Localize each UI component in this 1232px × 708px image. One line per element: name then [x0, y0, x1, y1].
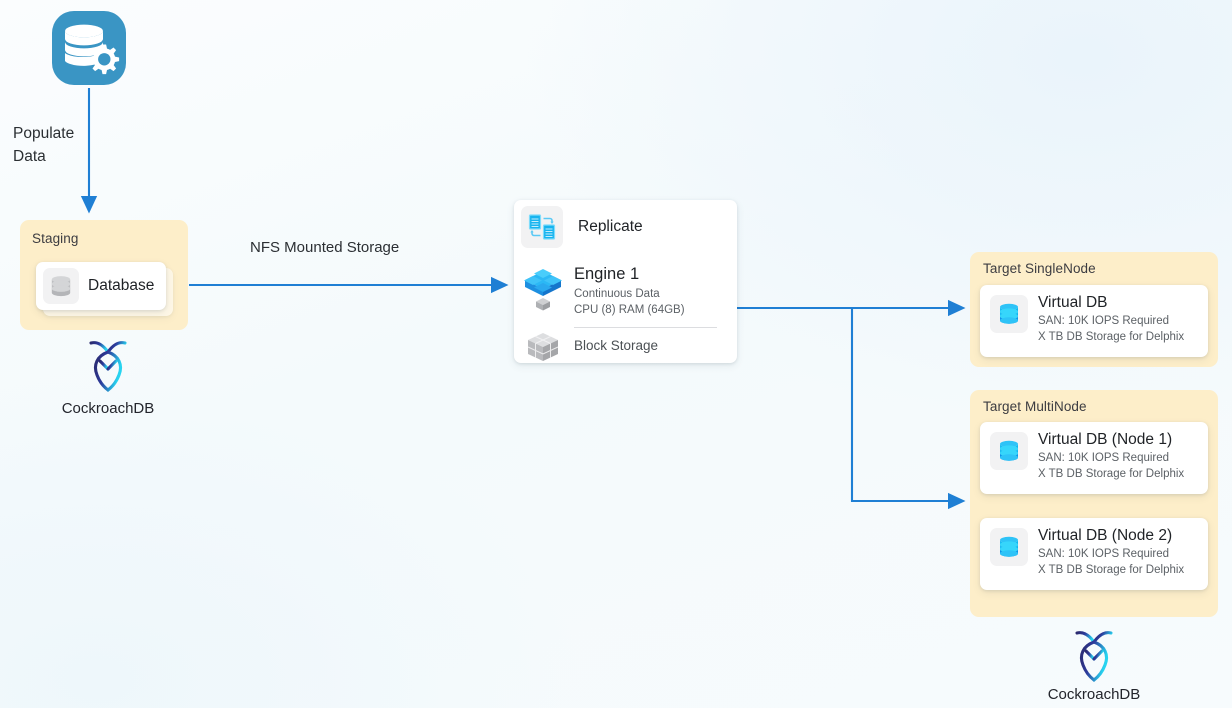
- staging-cockroachdb-label: CockroachDB: [61, 400, 155, 417]
- populate-data-line2: Data: [13, 148, 46, 165]
- engine-title: Engine 1: [574, 265, 640, 283]
- staging-group-title: Staging: [32, 231, 79, 246]
- virtual-db-sub2-node1: X TB DB Storage for Delphix: [1038, 468, 1185, 480]
- engine-cubes-icon: [518, 265, 568, 315]
- virtual-db-icon: [990, 432, 1028, 470]
- populate-data-line1: Populate: [13, 125, 75, 142]
- staging-cockroachdb-logo: [80, 335, 136, 395]
- block-storage-icon: [522, 330, 564, 366]
- virtual-db-icon: [990, 528, 1028, 566]
- target-cockroachdb-logo: [1066, 625, 1122, 685]
- engine-sub-continuous-data: Continuous Data: [574, 288, 660, 300]
- replicate-label: Replicate: [578, 218, 643, 235]
- staging-database-label: Database: [88, 277, 155, 294]
- engine-sub-cpu-ram: CPU (8) RAM (64GB): [574, 304, 685, 316]
- virtual-db-sub1-node2: SAN: 10K IOPS Required: [1038, 548, 1170, 560]
- virtual-db-icon: [990, 295, 1028, 333]
- virtual-db-sub1-single: SAN: 10K IOPS Required: [1038, 315, 1170, 327]
- block-storage-label: Block Storage: [574, 338, 659, 353]
- populate-data-label: Populate Data: [13, 122, 74, 168]
- target-multinode-title: Target MultiNode: [983, 399, 1087, 414]
- virtual-db-sub2-single: X TB DB Storage for Delphix: [1038, 331, 1185, 343]
- virtual-db-title-node1: Virtual DB (Node 1): [1038, 431, 1173, 448]
- nfs-label: NFS Mounted Storage: [250, 239, 400, 256]
- replicate-icon: [521, 206, 563, 248]
- target-cockroachdb-label: CockroachDB: [1047, 686, 1141, 703]
- virtual-db-sub2-node2: X TB DB Storage for Delphix: [1038, 564, 1185, 576]
- virtual-db-title-node2: Virtual DB (Node 2): [1038, 527, 1173, 544]
- target-singlenode-title: Target SingleNode: [983, 261, 1096, 276]
- engine-divider: [574, 327, 717, 328]
- database-cylinder-icon: [43, 268, 79, 304]
- virtual-db-title-single: Virtual DB: [1038, 294, 1108, 311]
- virtual-db-sub1-node1: SAN: 10K IOPS Required: [1038, 452, 1170, 464]
- database-gear-icon: [50, 9, 128, 87]
